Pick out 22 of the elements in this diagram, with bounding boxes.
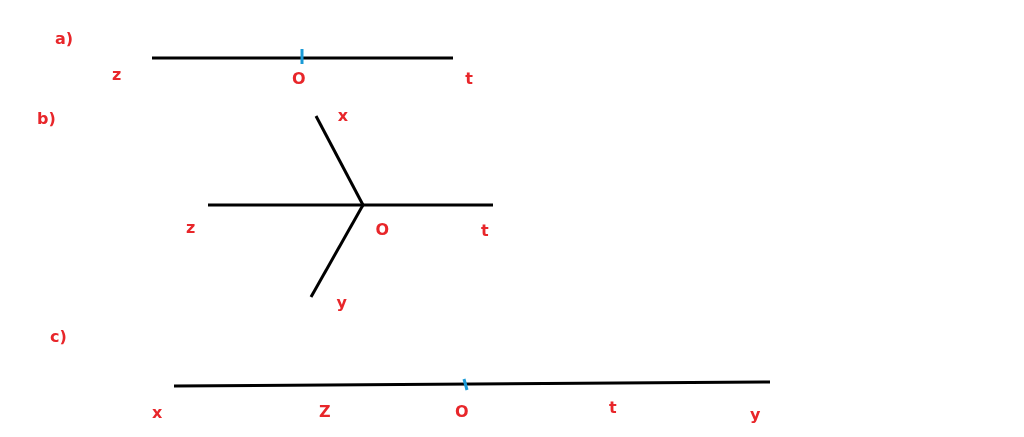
line [208, 203, 363, 207]
line [309, 204, 365, 298]
point-label: x [152, 386, 174, 422]
point-label: t [453, 58, 473, 88]
point-label: t [481, 205, 498, 240]
part-label: c) [50, 328, 67, 346]
point-label: t [609, 399, 617, 417]
point-label: z [186, 205, 208, 237]
point-label: x [316, 104, 348, 128]
line [314, 115, 365, 206]
line [174, 380, 770, 388]
line [152, 56, 453, 60]
line [363, 203, 493, 207]
point-label: O [363, 205, 389, 239]
point-label: O [292, 70, 306, 88]
part-label: a) [55, 30, 74, 48]
point-label: y [311, 286, 347, 312]
point-label: Z [319, 403, 331, 421]
point-label: y [750, 382, 770, 424]
point-label: z [112, 58, 152, 84]
part-label: b) [37, 110, 56, 128]
point-label: O [455, 403, 469, 421]
